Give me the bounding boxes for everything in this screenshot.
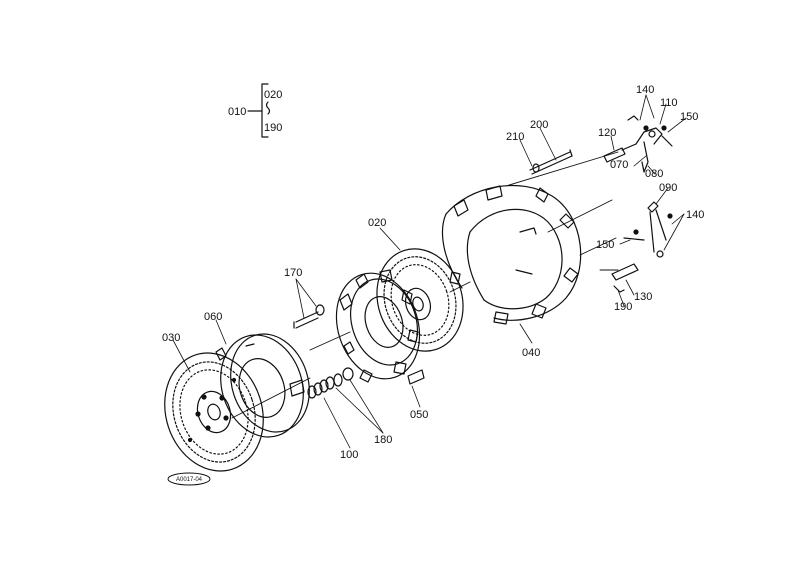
callout-080: 080: [645, 168, 663, 180]
clutch-disc-020: [376, 248, 464, 352]
callout-120: 120: [598, 127, 616, 139]
callout-130: 130: [634, 291, 652, 303]
pressure-plate-060: [215, 333, 310, 438]
callout-110: 110: [660, 97, 678, 109]
callout-140-lower: 140: [686, 209, 704, 221]
callout-140-upper: 140: [636, 84, 654, 96]
bolt-200-210: [529, 149, 573, 175]
clutch-disc-030: [164, 352, 264, 472]
callout-210: 210: [506, 131, 524, 143]
callout-170: 170: [284, 267, 302, 279]
callout-150-upper: 150: [680, 111, 698, 123]
drawing-stamp-text: A0017-04: [176, 477, 203, 483]
callout-100: 100: [340, 449, 358, 461]
assembly-axis-lines: [231, 151, 619, 419]
callout-060: 060: [204, 311, 222, 323]
release-lever-130: [611, 201, 673, 293]
callout-200: 200: [530, 119, 548, 131]
callout-150-lower: 150: [596, 239, 614, 251]
callout-050: 050: [410, 409, 428, 421]
callout-190-range-end: 190: [264, 122, 282, 134]
bolt-170: [293, 304, 325, 329]
release-lever-070: [603, 115, 673, 173]
spring-stack-100-180: [307, 367, 354, 399]
clutch-cover-050: [335, 269, 425, 385]
drawing-stamp: [167, 472, 211, 486]
callout-020: 020: [368, 217, 386, 229]
clutch-housing-040: [441, 184, 582, 325]
callout-030: 030: [162, 332, 180, 344]
callout-040: 040: [522, 347, 540, 359]
callout-090: 090: [659, 182, 677, 194]
callout-190: 190: [614, 301, 632, 313]
callout-070: 070: [610, 159, 628, 171]
assembly-bracket: [247, 83, 271, 138]
callout-leader-lines: [172, 94, 687, 449]
callout-020-range-start: 020: [264, 89, 282, 101]
callout-010: 010: [228, 106, 246, 118]
callout-180: 180: [374, 434, 392, 446]
